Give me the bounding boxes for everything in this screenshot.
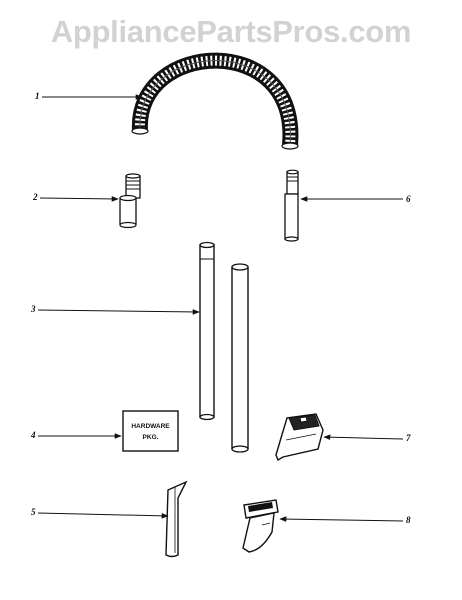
watermark-logo: AppliancePartsPros.com (50, 14, 412, 49)
part-4-hardware-package: HARDWARE PKG. (122, 410, 179, 452)
callout-1: 1 (35, 91, 40, 101)
part-8-dusting-brush (242, 499, 279, 553)
callout-7: 7 (406, 433, 411, 443)
part-2-connector (119, 173, 141, 229)
part-3-extension-tubes (199, 241, 249, 453)
callout-4: 4 (31, 430, 36, 440)
callout-2: 2 (33, 192, 38, 202)
callout-3: 3 (31, 304, 36, 314)
callout-5: 5 (31, 507, 36, 517)
leader-5 (37, 512, 169, 519)
part-7-upholstery-nozzle (275, 413, 324, 462)
part-5-crevice-tool (165, 480, 188, 558)
callout-8: 8 (406, 515, 411, 525)
leader-7 (323, 434, 404, 440)
part-6-wand (284, 169, 299, 242)
leader-3 (37, 309, 200, 315)
leader-2 (39, 196, 119, 202)
leader-8 (279, 516, 404, 522)
hardware-label-line1: HARDWARE (131, 423, 170, 430)
hardware-label-line2: PKG. (143, 434, 159, 441)
callout-6: 6 (406, 194, 411, 204)
part-1-hose (131, 52, 299, 150)
leader-arrows (37, 94, 404, 522)
